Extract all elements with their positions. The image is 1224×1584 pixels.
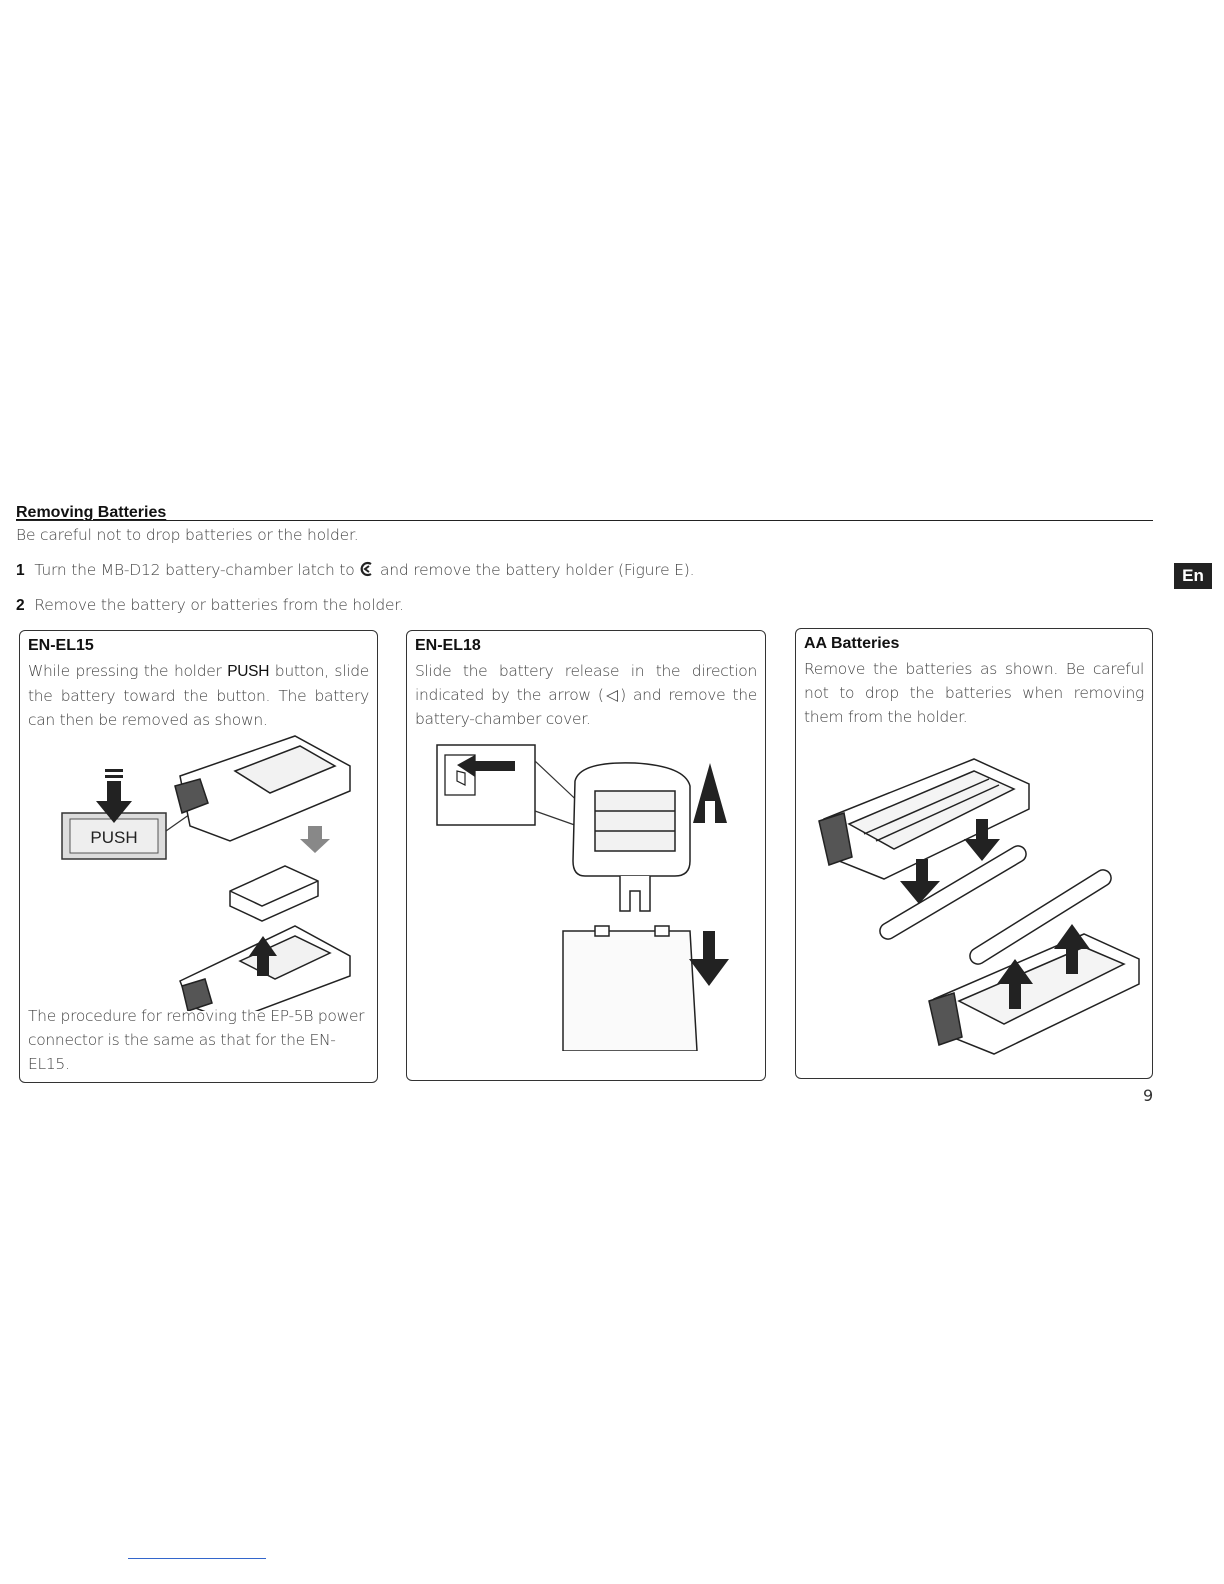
aa-holder-top: [818, 758, 1030, 880]
step-2: 2 Remove the battery or batteries from th…: [16, 596, 404, 615]
push-label: PUSH: [90, 828, 137, 847]
step-1-number: 1: [16, 562, 25, 579]
slide-arrow-icon: [300, 826, 330, 853]
aa-holder-bottom: [928, 933, 1140, 1055]
down-arrow-icon: [689, 931, 729, 986]
language-tab: En: [1174, 563, 1212, 589]
panel-instructions: While pressing the holder PUSH button, s…: [28, 659, 369, 732]
panel-instructions: Slide the battery release in the directi…: [415, 662, 757, 728]
battery-chamber-cover: [562, 925, 698, 1051]
battery-holder-top: [174, 735, 351, 842]
intro-text: Be careful not to drop batteries or the …: [16, 526, 359, 544]
up-arrow-icon: [997, 959, 1033, 1009]
press-arrow-icon: [96, 769, 132, 823]
up-arrow-icon: [1054, 924, 1090, 974]
en-el18-removal-illustration: [436, 744, 729, 1051]
lift-arrow-icon: [249, 936, 277, 976]
panel-heading: AA Batteries: [804, 635, 900, 652]
panel-en-el15: EN-EL15 While pressing the holder PUSH b…: [19, 630, 378, 1083]
step-1: 1 Turn the MB-D12 battery-chamber latch t…: [16, 561, 695, 580]
panel-footer-note: The procedure for removing the EP-5B pow…: [28, 1007, 365, 1073]
en-el15-battery: [229, 865, 319, 922]
panel-heading: EN-EL18: [415, 637, 481, 654]
up-arrow-icon: [693, 763, 727, 823]
panel-en-el18: EN-EL18 Slide the battery release in the…: [406, 630, 766, 1081]
release-arrow-icon: [457, 755, 515, 777]
en-el15-removal-illustration: PUSH: [61, 735, 351, 1011]
step-1-text-after: and remove the battery holder (Figure E)…: [375, 561, 695, 579]
push-emphasis: PUSH: [227, 663, 270, 680]
title-rule: [16, 520, 1153, 521]
instruction-text-before: While pressing the holder: [28, 662, 228, 680]
section-title: Removing Batteries: [16, 504, 167, 521]
down-arrow-icon: [964, 819, 1000, 861]
step-2-text: Remove the battery or batteries from the…: [34, 596, 404, 614]
panel-heading: EN-EL15: [28, 637, 94, 654]
instruction-text-after: button, slide the battery toward the but…: [28, 662, 369, 729]
aa-removal-illustration: [818, 758, 1140, 1055]
en-el18-battery: [572, 762, 691, 912]
page-number: 9: [1143, 1086, 1154, 1105]
panel-instructions: Remove the batteries as shown. Be carefu…: [804, 660, 1144, 726]
footer-rule: [128, 1558, 266, 1559]
step-2-number: 2: [16, 597, 25, 614]
down-arrow-icon: [900, 859, 940, 904]
push-button-callout: PUSH: [61, 792, 221, 860]
step-1-text-before: Turn the MB-D12 battery-chamber latch to: [34, 561, 360, 579]
unlock-latch-icon: [360, 561, 372, 577]
aa-batteries-loose: [879, 845, 1112, 965]
panel-aa-batteries: AA Batteries Remove the batteries as sho…: [795, 628, 1153, 1079]
